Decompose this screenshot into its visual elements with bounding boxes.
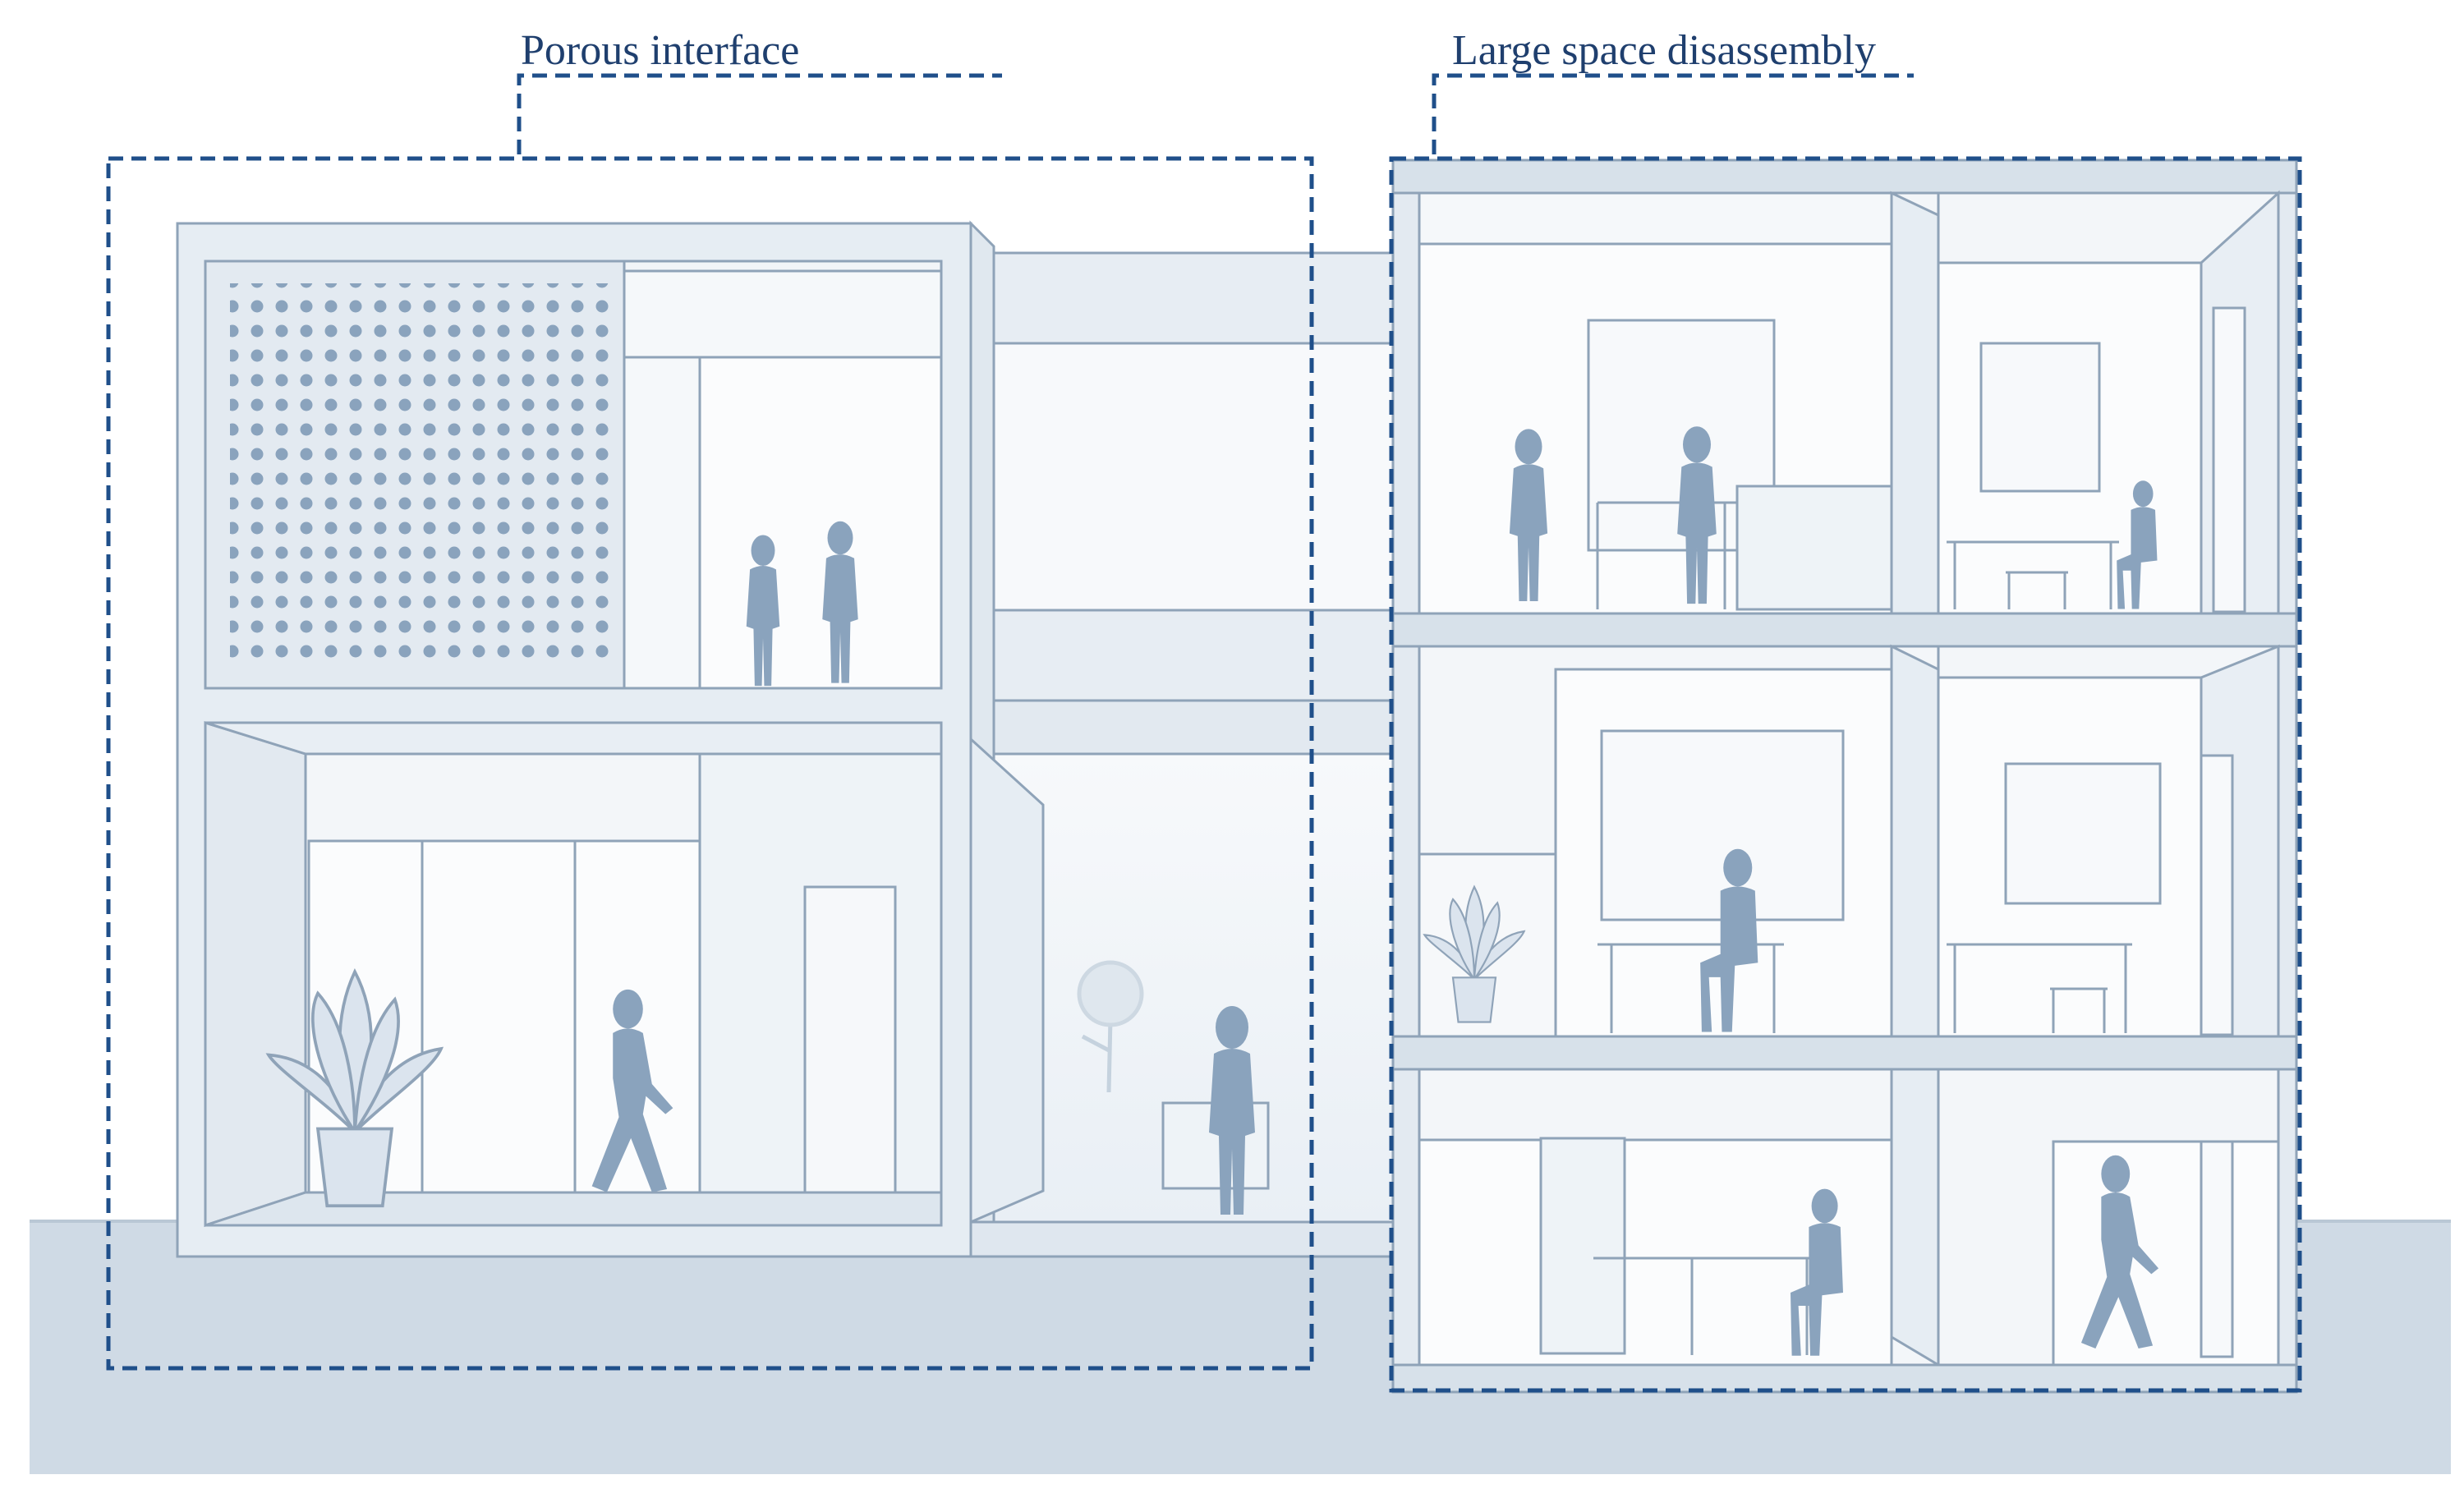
porous-interface-region: [106, 156, 1314, 1371]
left-building: [176, 222, 972, 1258]
connector-volume: [969, 220, 1395, 1258]
porous-interface-label: Porous interface: [521, 27, 800, 74]
large-space-disassembly-label: Large space disassembly: [1452, 27, 1876, 74]
courtyard-tree: [1077, 960, 1144, 1093]
large-space-disassembly-region: [1389, 156, 2302, 1393]
right-building: [1391, 159, 2298, 1394]
porous-interface-leader: [517, 73, 1002, 154]
callouts: [106, 73, 2302, 1393]
large-space-disassembly-leader: [1432, 73, 1914, 154]
